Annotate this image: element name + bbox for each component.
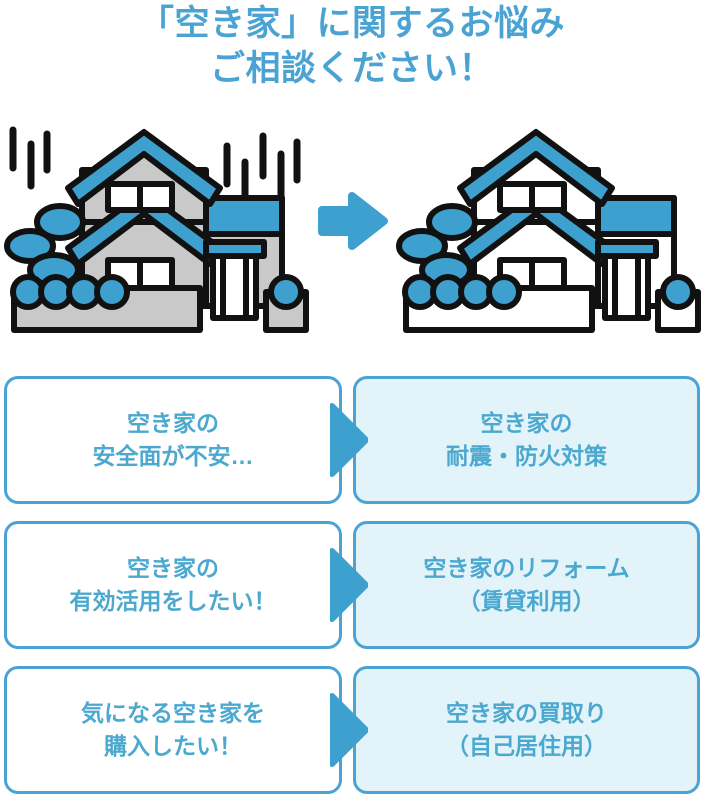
solution-line-1: 空き家の買取り [446,700,607,727]
problem-line-2: 購入したい！ [104,733,242,759]
flow-row: 気になる空き家を 購入したい！ 空き家の買取り （自己居住用） [0,666,704,794]
problem-solution-flow: 空き家の 安全面が不安… 空き家の 耐震・防火対策 空き家の 有効活用をしたい！… [0,376,704,794]
flow-row: 空き家の 安全面が不安… 空き家の 耐震・防火対策 [0,376,704,504]
problem-line-1: 空き家の [127,410,219,437]
flow-row: 空き家の 有効活用をしたい！ 空き家のリフォーム （賃貸利用） [0,521,704,649]
problem-line-1: 空き家の [127,555,219,582]
problem-line-2: 有効活用をしたい！ [69,588,277,614]
solution-line-2: 耐震・防火対策 [446,443,607,469]
deterioration-marks-right [223,132,301,202]
chevron-right-icon [330,692,368,768]
transformation-arrow [318,192,388,250]
problem-box[interactable]: 空き家の 有効活用をしたい！ [4,521,342,649]
problem-line-2: 安全面が不安… [92,443,254,469]
solution-box[interactable]: 空き家の 耐震・防火対策 [353,376,700,504]
solution-line-2: （賃貸利用） [457,588,596,614]
problem-box[interactable]: 空き家の 安全面が不安… [4,376,342,504]
page-title: 「空き家」に関するお悩み ご相談ください！ [0,0,704,92]
page-title-line-2: ご相談ください！ [209,48,494,88]
chevron-right-icon [330,402,368,478]
solution-line-1: 空き家の [480,410,573,437]
page-title-line-1: 「空き家」に関するお悩み [138,4,565,43]
chevron-right-icon [330,547,368,623]
solution-line-2: （自己居住用） [446,733,607,759]
renovated-house-illustration [399,132,698,330]
old-vacant-house-illustration [7,126,306,330]
problem-line-1: 気になる空き家を [81,700,265,727]
deterioration-marks-left [9,126,51,190]
solution-line-1: 空き家のリフォーム [423,555,630,582]
problem-box[interactable]: 気になる空き家を 購入したい！ [4,666,342,794]
solution-box[interactable]: 空き家のリフォーム （賃貸利用） [353,521,700,649]
before-after-illustration [0,108,704,356]
solution-box[interactable]: 空き家の買取り （自己居住用） [353,666,700,794]
